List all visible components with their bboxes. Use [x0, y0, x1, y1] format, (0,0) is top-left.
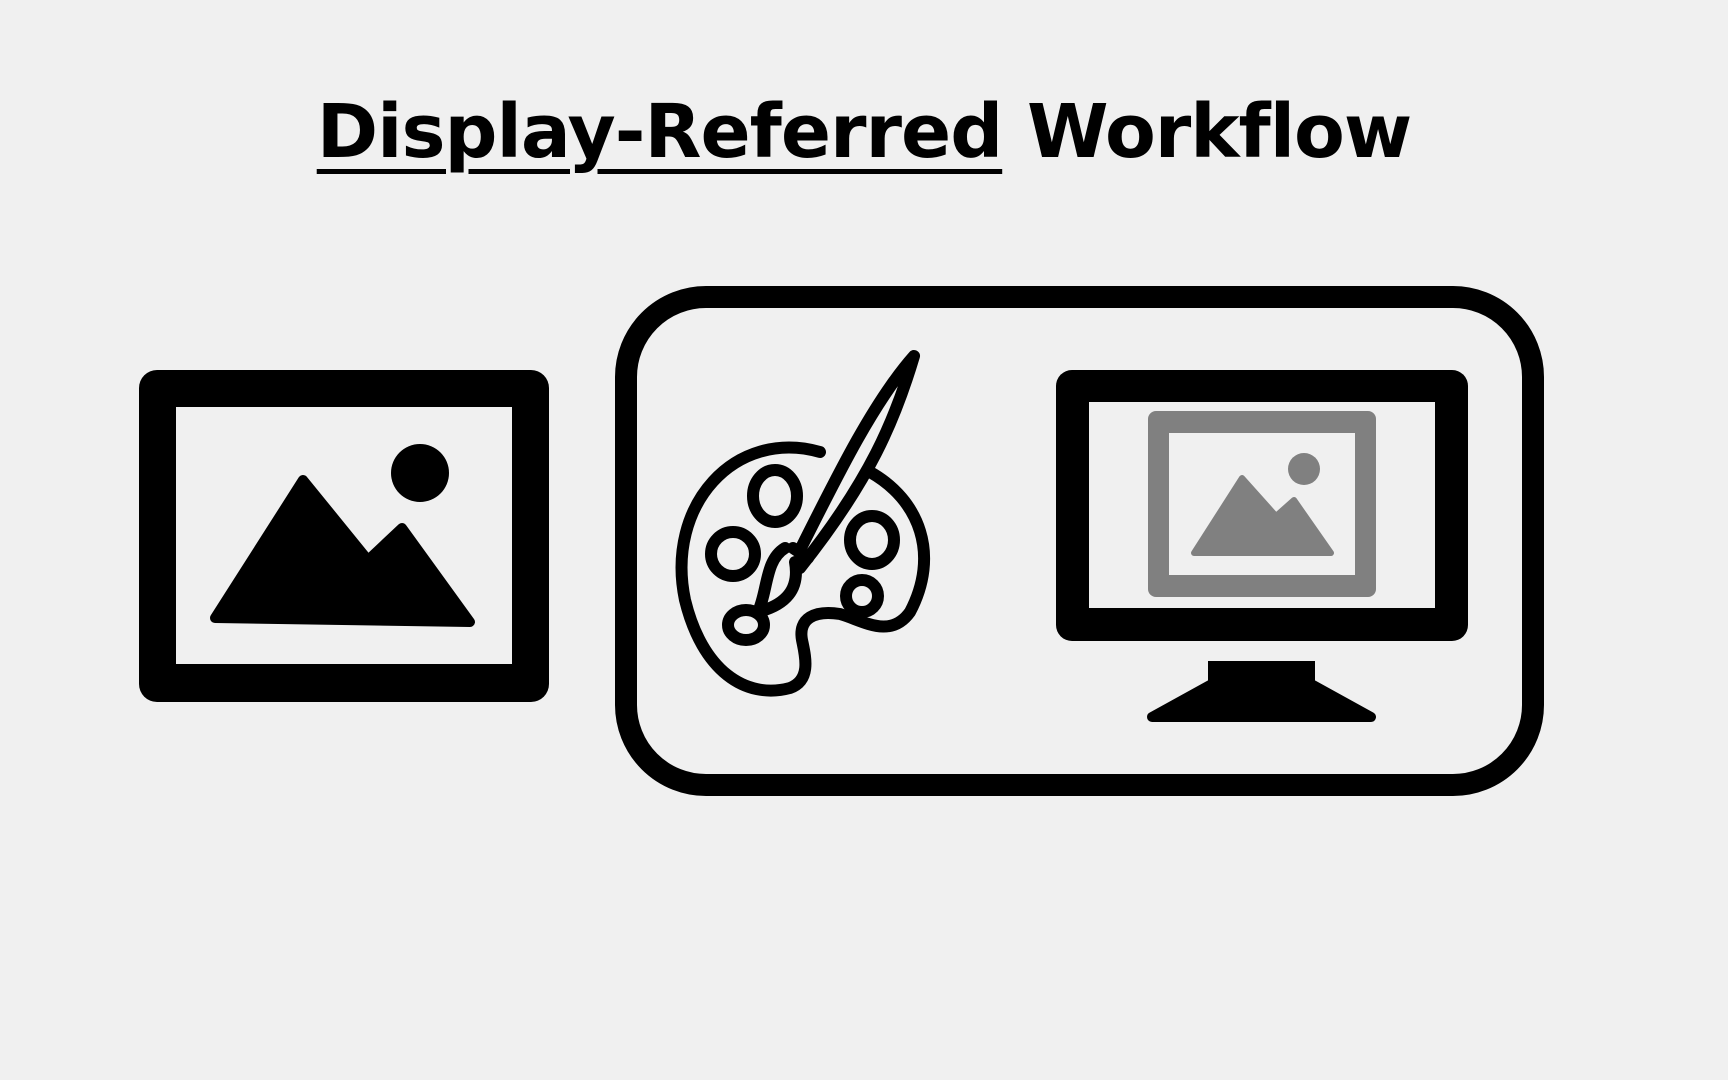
monitor-icon — [1056, 370, 1468, 722]
diagram-title: Display-Referred Workflow — [316, 89, 1413, 175]
title-rest: Workflow — [1026, 89, 1412, 175]
paint-well-top — [747, 464, 803, 528]
paint-well-right — [844, 510, 900, 570]
workspace-panel — [615, 286, 1544, 796]
brush-tip — [752, 542, 802, 618]
displayed-sun-circle — [1288, 453, 1320, 485]
sun-circle — [391, 444, 449, 502]
title-emphasis: Display-Referred — [316, 89, 1003, 175]
paint-well-bottom — [840, 574, 884, 618]
palette-outline — [675, 441, 930, 697]
mountain-shape — [210, 475, 475, 627]
displayed-image-icon — [1148, 411, 1376, 597]
paint-well-left — [705, 526, 761, 582]
source-image-icon — [139, 370, 549, 702]
palette-brush-icon — [675, 350, 930, 697]
brush-ferrule — [787, 542, 814, 564]
monitor-base — [1147, 680, 1376, 722]
title-block: Display-Referred Workflow — [0, 89, 1728, 175]
displayed-mountain-shape — [1191, 475, 1334, 556]
brush-handle — [794, 350, 920, 574]
paint-well-small — [722, 604, 770, 646]
